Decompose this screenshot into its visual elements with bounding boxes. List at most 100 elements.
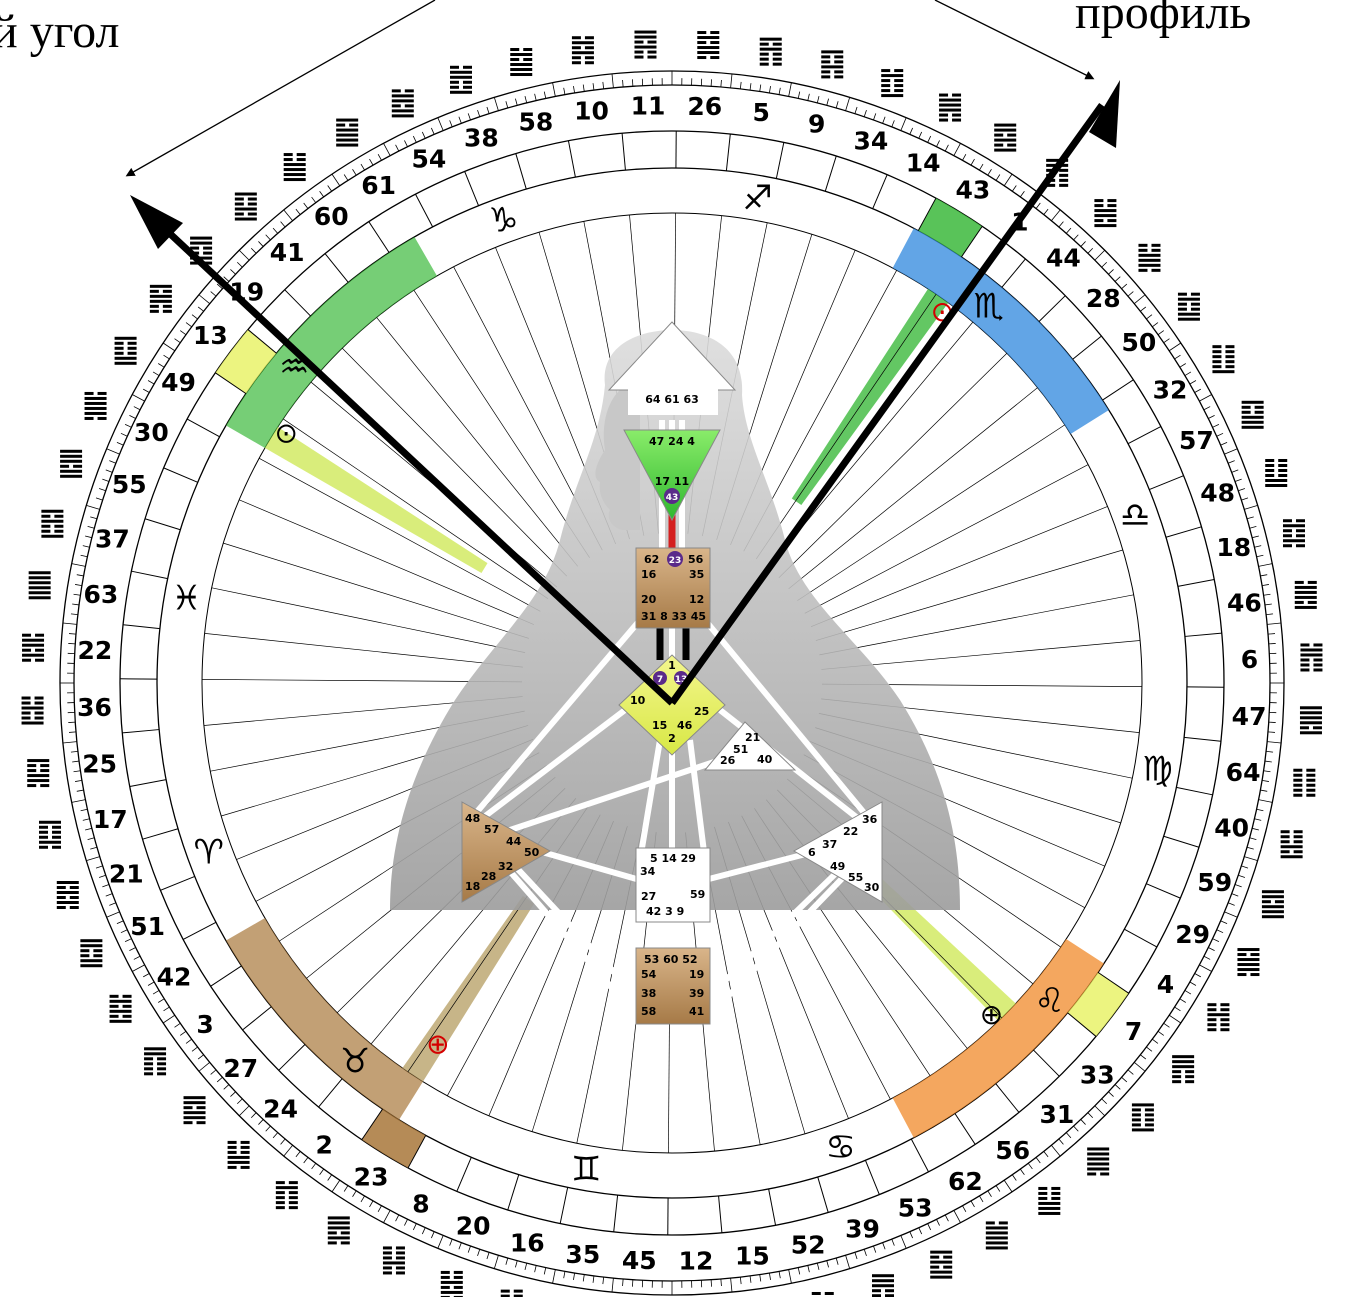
- gate-number: 11: [631, 91, 666, 120]
- tick-mark: [331, 1179, 341, 1193]
- tick-mark: [543, 1267, 547, 1275]
- tick-mark: [105, 893, 113, 897]
- tick-mark: [72, 760, 80, 763]
- gate-number: 58: [518, 107, 553, 136]
- tick-mark: [845, 97, 851, 111]
- gate-number: 38: [464, 123, 499, 152]
- tick-mark: [80, 554, 88, 558]
- arrow-left-shaft: [147, 212, 675, 706]
- hexagram-icon: [283, 153, 306, 182]
- tick-mark: [87, 837, 95, 840]
- tick-mark: [343, 1185, 349, 1192]
- tick-mark: [1244, 856, 1258, 862]
- solar-g37: 37: [822, 838, 837, 851]
- tick-mark: [807, 1265, 810, 1273]
- tick-mark: [68, 731, 77, 733]
- ajna-gates-mid: 17 11: [655, 475, 689, 488]
- tick-mark: [797, 91, 801, 99]
- hexagram-icon: [1038, 1186, 1061, 1215]
- tick-mark: [1220, 441, 1228, 446]
- radial-line: [204, 633, 523, 668]
- tick-mark: [1228, 902, 1235, 906]
- gate-divider: [768, 1188, 777, 1226]
- tick-mark: [970, 158, 975, 166]
- tick-mark: [70, 750, 78, 753]
- hexagram-icon: [84, 391, 107, 420]
- tick-mark: [1058, 221, 1064, 228]
- hexagram-icon: [1265, 458, 1288, 487]
- tick-mark: [185, 322, 192, 328]
- tick-mark: [1127, 291, 1134, 297]
- hexagram-icon: [1241, 400, 1264, 429]
- tick-mark: [437, 1235, 444, 1249]
- tick-mark: [1065, 227, 1072, 234]
- ajna-active: 43: [666, 493, 679, 503]
- hexagram-icon: [1172, 1055, 1195, 1084]
- gate-divider: [1102, 379, 1134, 401]
- hexagram-icon: [1177, 292, 1200, 321]
- gate-number: 49: [161, 368, 196, 397]
- radial-line: [211, 587, 526, 653]
- hexagram-icon: [1212, 345, 1235, 374]
- zodiac-sign-icon: ♊: [571, 1150, 601, 1190]
- g-active-dot-a: [653, 671, 667, 685]
- gate-number: 15: [735, 1241, 770, 1270]
- tick-mark: [116, 441, 124, 446]
- g-active-a: 7: [657, 675, 663, 685]
- sacral-center: [635, 847, 711, 923]
- tick-mark: [1043, 208, 1049, 215]
- tick-mark: [377, 1205, 382, 1213]
- gate-divider: [1072, 335, 1102, 360]
- tick-mark: [1163, 1022, 1170, 1028]
- wedge-sun-left: [264, 427, 488, 573]
- root-g41: 41: [689, 1005, 704, 1018]
- gate-number: 16: [510, 1229, 545, 1258]
- tick-mark: [835, 101, 839, 109]
- tick-mark: [283, 209, 293, 221]
- gate-divider: [415, 193, 434, 228]
- wheel-ring: [156, 167, 1188, 1199]
- tick-mark: [1246, 846, 1254, 850]
- root-top: 53 60 52: [644, 953, 698, 966]
- gate-number: 39: [845, 1215, 880, 1244]
- tick-mark: [927, 1223, 932, 1231]
- tick-mark: [1199, 394, 1212, 402]
- tick-mark: [1194, 973, 1202, 978]
- gate-divider: [242, 1006, 272, 1031]
- tick-mark: [962, 1205, 967, 1213]
- gate-number-ring: 1011265934144314428503257481846647644059…: [77, 91, 1266, 1275]
- tick-mark: [303, 202, 309, 209]
- tick-mark: [970, 1200, 975, 1208]
- tick-mark: [749, 83, 752, 91]
- tick-mark: [1134, 1062, 1146, 1072]
- gate-divider: [123, 624, 160, 630]
- radial-line: [341, 347, 567, 577]
- gate-divider: [872, 174, 888, 209]
- ajna-active-dot: [664, 488, 680, 504]
- tick-mark: [1114, 1084, 1121, 1090]
- hexagram-icon: [440, 1270, 463, 1297]
- tick-mark: [1174, 1006, 1181, 1012]
- tick-mark: [1027, 1163, 1033, 1170]
- g-right: 25: [694, 705, 709, 718]
- tick-mark: [1228, 460, 1235, 464]
- hexagram-icon: [1300, 643, 1323, 672]
- gate-divider: [142, 828, 179, 840]
- spleen-g32: 32: [498, 860, 513, 873]
- radial-line: [810, 506, 1108, 627]
- tick-mark: [352, 169, 357, 176]
- tick-mark: [458, 1242, 462, 1250]
- tick-mark: [95, 865, 103, 869]
- tick-mark: [158, 998, 165, 1003]
- spleen-g57: 57: [484, 823, 499, 836]
- tick-mark: [909, 1231, 914, 1239]
- tick-mark: [185, 1038, 192, 1044]
- gate-divider: [407, 1135, 427, 1169]
- gate-number: 60: [314, 202, 349, 231]
- tick-mark: [486, 1252, 490, 1260]
- tick-mark: [102, 478, 110, 482]
- g-active-b: 13: [675, 675, 688, 685]
- tick-mark: [1238, 874, 1246, 878]
- tick-mark: [1258, 799, 1273, 803]
- sector-leo-brown: [225, 918, 423, 1120]
